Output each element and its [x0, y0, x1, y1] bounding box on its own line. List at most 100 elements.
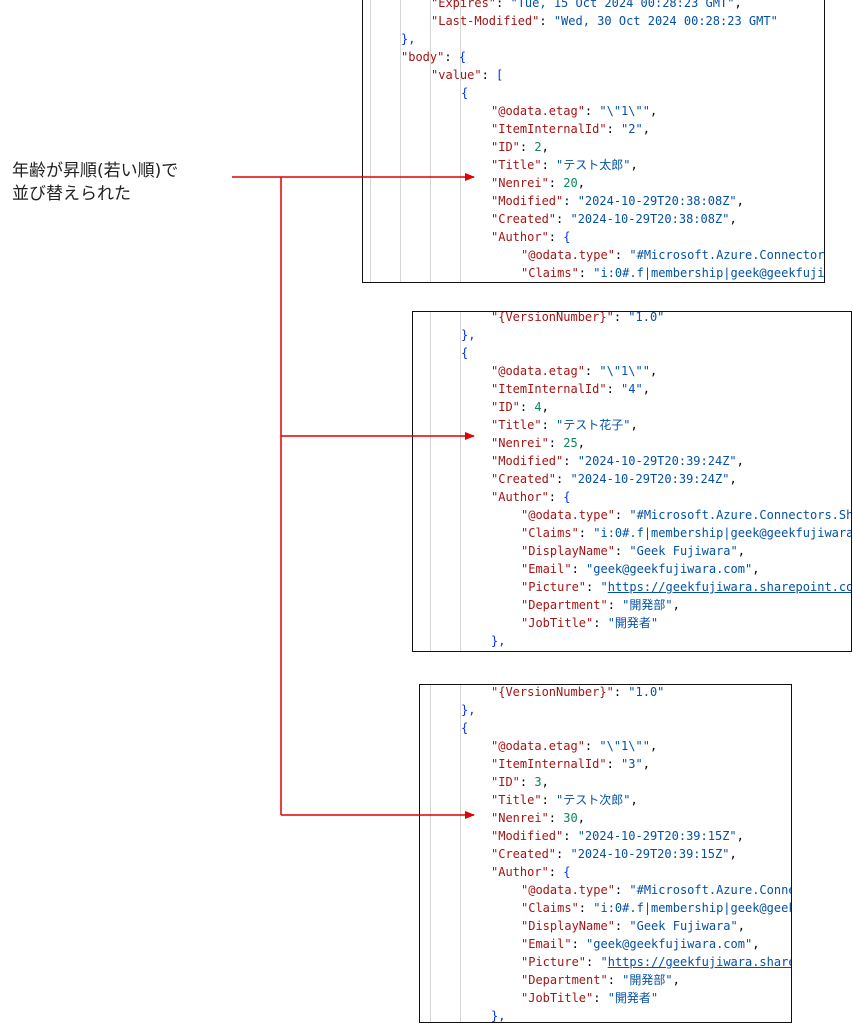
json-token: "Nenrei" [491, 436, 549, 450]
json-token: : [548, 176, 564, 190]
json-token: "Author" [491, 490, 549, 504]
json-line: { [461, 84, 468, 102]
json-token: "ItemInternalId" [491, 757, 607, 771]
json-line: "Modified": "2024-10-29T20:39:15Z", [491, 827, 744, 845]
json-link[interactable]: https://geekfujiwara.sharepo [607, 955, 792, 969]
indent-guide [430, 0, 431, 282]
json-token: "Nenrei" [491, 811, 549, 825]
json-token: "Modified" [491, 194, 564, 208]
json-token: : [614, 544, 630, 558]
json-line: "JobTitle": "開発者" [521, 614, 658, 632]
json-token: "2024-10-29T20:39:15Z" [577, 829, 737, 843]
json-token: "Author" [491, 865, 549, 879]
json-token: : [556, 212, 571, 226]
json-line: "Nenrei": 30, [491, 809, 585, 827]
json-line: "body": { [401, 48, 466, 66]
json-token: , [642, 122, 650, 136]
json-token: : [519, 400, 535, 414]
json-token: , [736, 454, 744, 468]
json-token: "Department" [521, 973, 608, 987]
json-token: { [461, 86, 469, 100]
json-token: "Modified" [491, 829, 564, 843]
json-token: : [614, 508, 630, 522]
json-line: "DisplayName": "Geek Fujiwara", [521, 917, 745, 935]
json-token: "Wed, 30 Oct 2024 00:28:23 GMT" [553, 14, 778, 28]
json-token: , [577, 176, 585, 190]
json-token: "1.0" [628, 311, 665, 324]
json-token: "2024-10-29T20:39:24Z" [577, 454, 737, 468]
json-line: "Picture": "https://geekfujiwara.sharepo [521, 953, 792, 971]
json-token: "3" [621, 757, 643, 771]
json-line: }, [461, 326, 475, 344]
json-token: "開発者" [607, 991, 659, 1005]
json-token: { [458, 50, 467, 64]
json-token: , [736, 194, 744, 208]
json-line: { [461, 344, 468, 362]
json-line: }, [401, 30, 415, 48]
json-token: 25 [563, 436, 578, 450]
json-line: "Created": "2024-10-29T20:39:15Z", [491, 845, 737, 863]
json-token: : [584, 739, 600, 753]
json-token: "開発部" [622, 973, 673, 987]
json-token: : [571, 937, 587, 951]
json-panel-item-2[interactable]: "{VersionNumber}": "1.0"},{"@odata.etag"… [412, 311, 852, 652]
json-panel-item-1[interactable]: "Expires": "Tue, 15 Oct 2024 00:28:23 GM… [362, 0, 825, 283]
json-token: "Title" [491, 793, 542, 807]
json-token: : [519, 775, 535, 789]
json-token: "{VersionNumber}" [491, 685, 614, 699]
json-token: "ID" [491, 400, 520, 414]
json-line: "@odata.etag": "\"1\"", [491, 102, 657, 120]
json-token: { [461, 721, 469, 735]
json-token: "Title" [491, 418, 542, 432]
json-token: : [563, 454, 578, 468]
indent-guide [430, 312, 431, 651]
json-token: "{VersionNumber}" [491, 311, 614, 324]
json-token: }, [491, 1009, 506, 1023]
json-line: "@odata.type": "#Microsoft.Azure.Connect… [521, 506, 852, 524]
json-token: : [496, 0, 511, 10]
json-token: "Claims" [521, 266, 579, 280]
json-token: "\"1\"" [599, 364, 650, 378]
json-token: 2 [534, 140, 542, 154]
json-token: 4 [534, 400, 542, 414]
json-link[interactable]: https://geekfujiwara.sharepoint.com/ [607, 580, 852, 594]
json-token: "4" [621, 382, 643, 396]
json-line: "ItemInternalId": "2", [491, 120, 650, 138]
json-token: "@odata.type" [521, 508, 615, 522]
json-token: : [614, 248, 630, 262]
json-token: 3 [534, 775, 542, 789]
json-token: : [519, 140, 535, 154]
json-token: : [556, 472, 571, 486]
json-token: : [578, 901, 594, 915]
json-panel-item-3[interactable]: "{VersionNumber}": "1.0"},{"@odata.etag"… [419, 684, 792, 1023]
json-token: "JobTitle" [521, 616, 594, 630]
json-token: : [548, 490, 564, 504]
json-token: : [586, 955, 601, 969]
json-token: : [548, 811, 564, 825]
json-line: "Title": "テスト太郎", [491, 156, 638, 174]
json-line: "Expires": "Tue, 15 Oct 2024 00:28:23 GM… [431, 0, 742, 12]
json-token: "geek@geekfujiwara.com" [586, 562, 753, 576]
json-token: : [541, 418, 557, 432]
json-token: "Modified" [491, 454, 564, 468]
json-token: , [642, 757, 650, 771]
json-token: "開発部" [622, 598, 673, 612]
json-token: "Geek Fujiwara" [629, 919, 738, 933]
json-token: : [444, 50, 459, 64]
json-token: "@odata.type" [521, 248, 615, 262]
json-token: , [642, 382, 650, 396]
json-line: "DisplayName": "Geek Fujiwara", [521, 542, 745, 560]
json-token: "2024-10-29T20:39:15Z" [570, 847, 730, 861]
json-token: , [736, 829, 744, 843]
json-token: : [556, 847, 571, 861]
json-token: : [593, 616, 608, 630]
json-token: : [541, 793, 557, 807]
json-token: , [541, 775, 549, 789]
indent-guide [460, 0, 461, 282]
json-token: "Picture" [521, 580, 587, 594]
json-token: "#Microsoft.Azure.Connectors.Share [629, 508, 852, 522]
indent-guide [460, 312, 461, 651]
json-token: "ItemInternalId" [491, 122, 607, 136]
json-token: "ID" [491, 775, 520, 789]
json-token: { [563, 490, 571, 504]
